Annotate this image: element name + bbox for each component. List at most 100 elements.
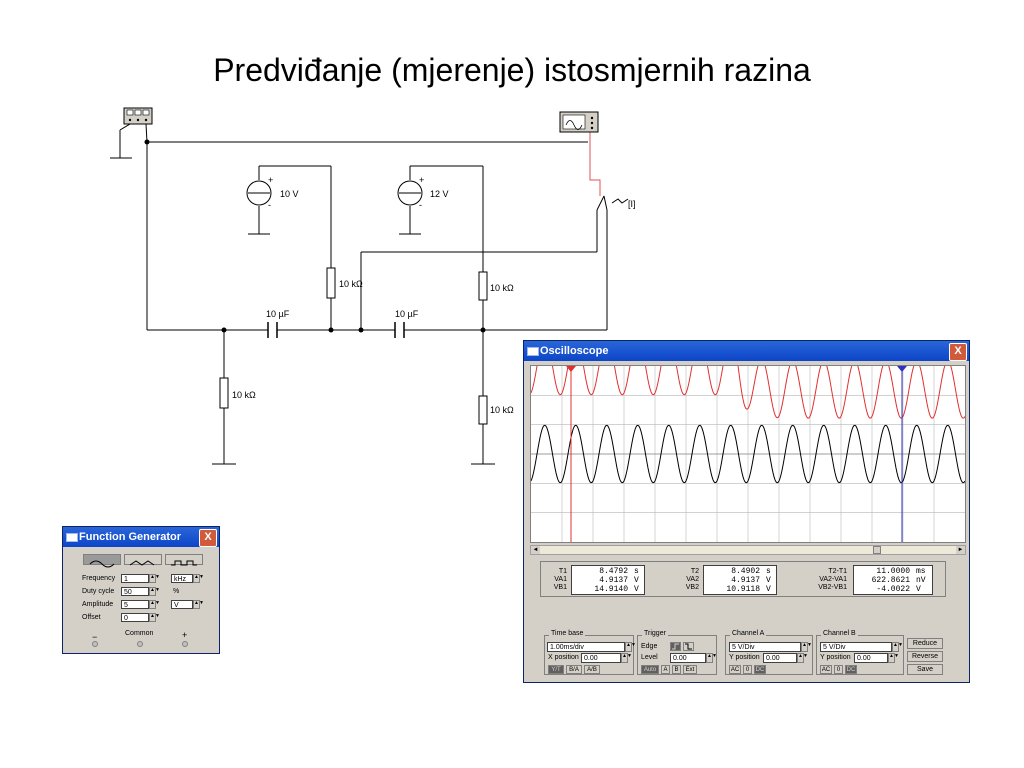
offset-field[interactable]: 0 <box>121 613 149 622</box>
waveform-selector <box>83 554 205 568</box>
close-button[interactable]: X <box>949 343 967 361</box>
trigger-auto-button[interactable]: Auto <box>641 665 659 674</box>
channel-b-ypos-label: Y position <box>820 654 851 661</box>
vb1-value: 14.9140 <box>594 585 628 594</box>
offset-spinner[interactable]: ▲▼ <box>149 613 160 622</box>
t2-readout-box: 8.4902 s 4.9137 V 10.9118 V <box>703 565 777 595</box>
source-plus-1: + <box>268 175 273 185</box>
waveform-display <box>530 336 966 542</box>
channel-a-ypos-field[interactable]: 0.00 <box>763 653 797 663</box>
channel-a-gnd-button[interactable]: 0 <box>743 665 752 674</box>
channel-a-scale-select[interactable]: 5 V/Div <box>729 642 801 652</box>
frequency-unit-select[interactable]: kHz <box>171 574 193 583</box>
frequency-unit-spinner[interactable]: ▲▼ <box>193 574 204 583</box>
mode-ba-button[interactable]: B/A <box>566 665 582 674</box>
trigger-b-button[interactable]: B <box>672 665 681 674</box>
channel-b-title: Channel B <box>821 630 858 637</box>
source-plus-2: + <box>419 175 424 185</box>
triangle-wave-button[interactable] <box>124 554 162 566</box>
channel-a-ypos-spinner[interactable]: ▲▼ <box>797 653 808 663</box>
amplitude-unit-select[interactable]: V <box>171 600 193 609</box>
trigger-ext-button[interactable]: Ext <box>683 665 697 674</box>
channel-b-ypos-field[interactable]: 0.00 <box>854 653 888 663</box>
channel-b-ac-button[interactable]: AC <box>820 665 832 674</box>
channel-b-scale-spinner[interactable]: ▲▼ <box>892 642 903 652</box>
save-button[interactable]: Save <box>907 664 943 675</box>
square-wave-button[interactable] <box>165 554 203 566</box>
level-spinner[interactable]: ▲▼ <box>706 653 717 663</box>
switch-symbol <box>596 195 629 211</box>
channel-b-ypos-spinner[interactable]: ▲▼ <box>888 653 899 663</box>
resistor-bottom-left-label: 10 kΩ <box>232 390 256 400</box>
edge-rising-button[interactable] <box>670 642 681 651</box>
offset-label: Offset <box>82 614 101 621</box>
function-generator-titlebar[interactable]: Function Generator X <box>63 527 219 547</box>
level-field[interactable]: 0.00 <box>670 653 706 663</box>
duty-cycle-field[interactable]: 50 <box>121 587 149 596</box>
va1-value: 4.9137 <box>599 576 628 585</box>
source-10v-label: 10 V <box>280 189 299 199</box>
channel-a-ac-button[interactable]: AC <box>729 665 741 674</box>
cap-left-label: 10 µF <box>266 309 290 319</box>
dvb-value: -4.0022 <box>876 585 910 594</box>
source-12v-label: 12 V <box>430 189 449 199</box>
channel-b-scale-select[interactable]: 5 V/Div <box>820 642 892 652</box>
xpos-field[interactable]: 0.00 <box>581 653 621 663</box>
t1-value: 8.4792 <box>599 567 628 576</box>
frequency-field[interactable]: 1 <box>121 574 149 583</box>
resistor-bottom-right <box>478 395 488 425</box>
timebase-spinner[interactable]: ▲▼ <box>625 642 636 652</box>
delta-readout-box: 11.0000 ms 622.8621 nV -4.0022 V <box>853 565 933 595</box>
resistor-top-right <box>478 271 488 301</box>
oscilloscope-window[interactable]: Oscilloscope X ◄ ► T1 VA1 VB1 8.4792 s 4… <box>523 336 970 683</box>
source-minus-1: - <box>268 200 271 210</box>
close-button[interactable]: X <box>199 529 217 547</box>
terminal-minus[interactable] <box>92 641 98 647</box>
scroll-left-arrow-icon[interactable]: ◄ <box>531 546 540 554</box>
resistor-top-right-label: 10 kΩ <box>490 283 514 293</box>
amplitude-label: Amplitude <box>82 601 114 608</box>
source-minus-2: - <box>419 200 422 210</box>
channel-a-dc-button[interactable]: DC <box>754 665 766 674</box>
amplitude-spinner[interactable]: ▲▼ <box>149 600 160 609</box>
vb1-unit: V <box>634 585 639 594</box>
amplitude-unit-spinner[interactable]: ▲▼ <box>193 600 204 609</box>
scroll-right-arrow-icon[interactable]: ► <box>956 546 965 554</box>
va2-value: 4.9137 <box>731 576 760 585</box>
timebase-select[interactable]: 1.00ms/div <box>547 642 625 652</box>
resistor-top-left <box>326 267 336 299</box>
slide-title: Predviđanje (mjerenje) istosmjernih razi… <box>213 52 811 88</box>
sine-wave-button[interactable] <box>83 554 121 568</box>
dva-value: 622.8621 <box>871 576 910 585</box>
sine-wave-icon <box>89 560 115 568</box>
horizontal-scrollbar[interactable]: ◄ ► <box>530 545 966 555</box>
amplitude-field[interactable]: 5 <box>121 600 149 609</box>
oscilloscope-titlebar[interactable]: Oscilloscope X <box>524 341 969 361</box>
function-generator-window[interactable]: Function Generator X Frequency 1 ▲▼ kHz … <box>62 526 220 654</box>
channel-a-ypos-label: Y position <box>729 654 760 661</box>
trigger-a-button[interactable]: A <box>661 665 670 674</box>
vb2-value: 10.9118 <box>726 585 760 594</box>
channel-b-dc-button[interactable]: DC <box>845 665 857 674</box>
square-wave-icon <box>171 560 197 566</box>
frequency-spinner[interactable]: ▲▼ <box>149 574 160 583</box>
reverse-button[interactable]: Reverse <box>907 651 943 662</box>
oscilloscope-screen[interactable] <box>530 336 966 543</box>
channel-a-scale-spinner[interactable]: ▲▼ <box>801 642 812 652</box>
resistor-bottom-left <box>219 377 229 409</box>
duty-cycle-spinner[interactable]: ▲▼ <box>149 587 160 596</box>
xpos-spinner[interactable]: ▲▼ <box>621 653 632 663</box>
mode-ab-button[interactable]: A/B <box>584 665 600 674</box>
terminal-common[interactable] <box>137 641 143 647</box>
function-generator-instrument-icon <box>119 107 153 143</box>
channel-b-gnd-button[interactable]: 0 <box>834 665 843 674</box>
cursor-readout-panel: T1 VA1 VB1 8.4792 s 4.9137 V 14.9140 V T… <box>540 561 946 597</box>
rising-edge-icon <box>672 643 679 650</box>
mode-yt-button[interactable]: Y/T <box>548 665 564 674</box>
scroll-thumb[interactable] <box>873 546 881 554</box>
terminal-plus[interactable] <box>182 641 188 647</box>
reduce-button[interactable]: Reduce <box>907 638 943 649</box>
dt-label: T2-T1 <box>828 568 847 575</box>
edge-falling-button[interactable] <box>683 642 694 651</box>
